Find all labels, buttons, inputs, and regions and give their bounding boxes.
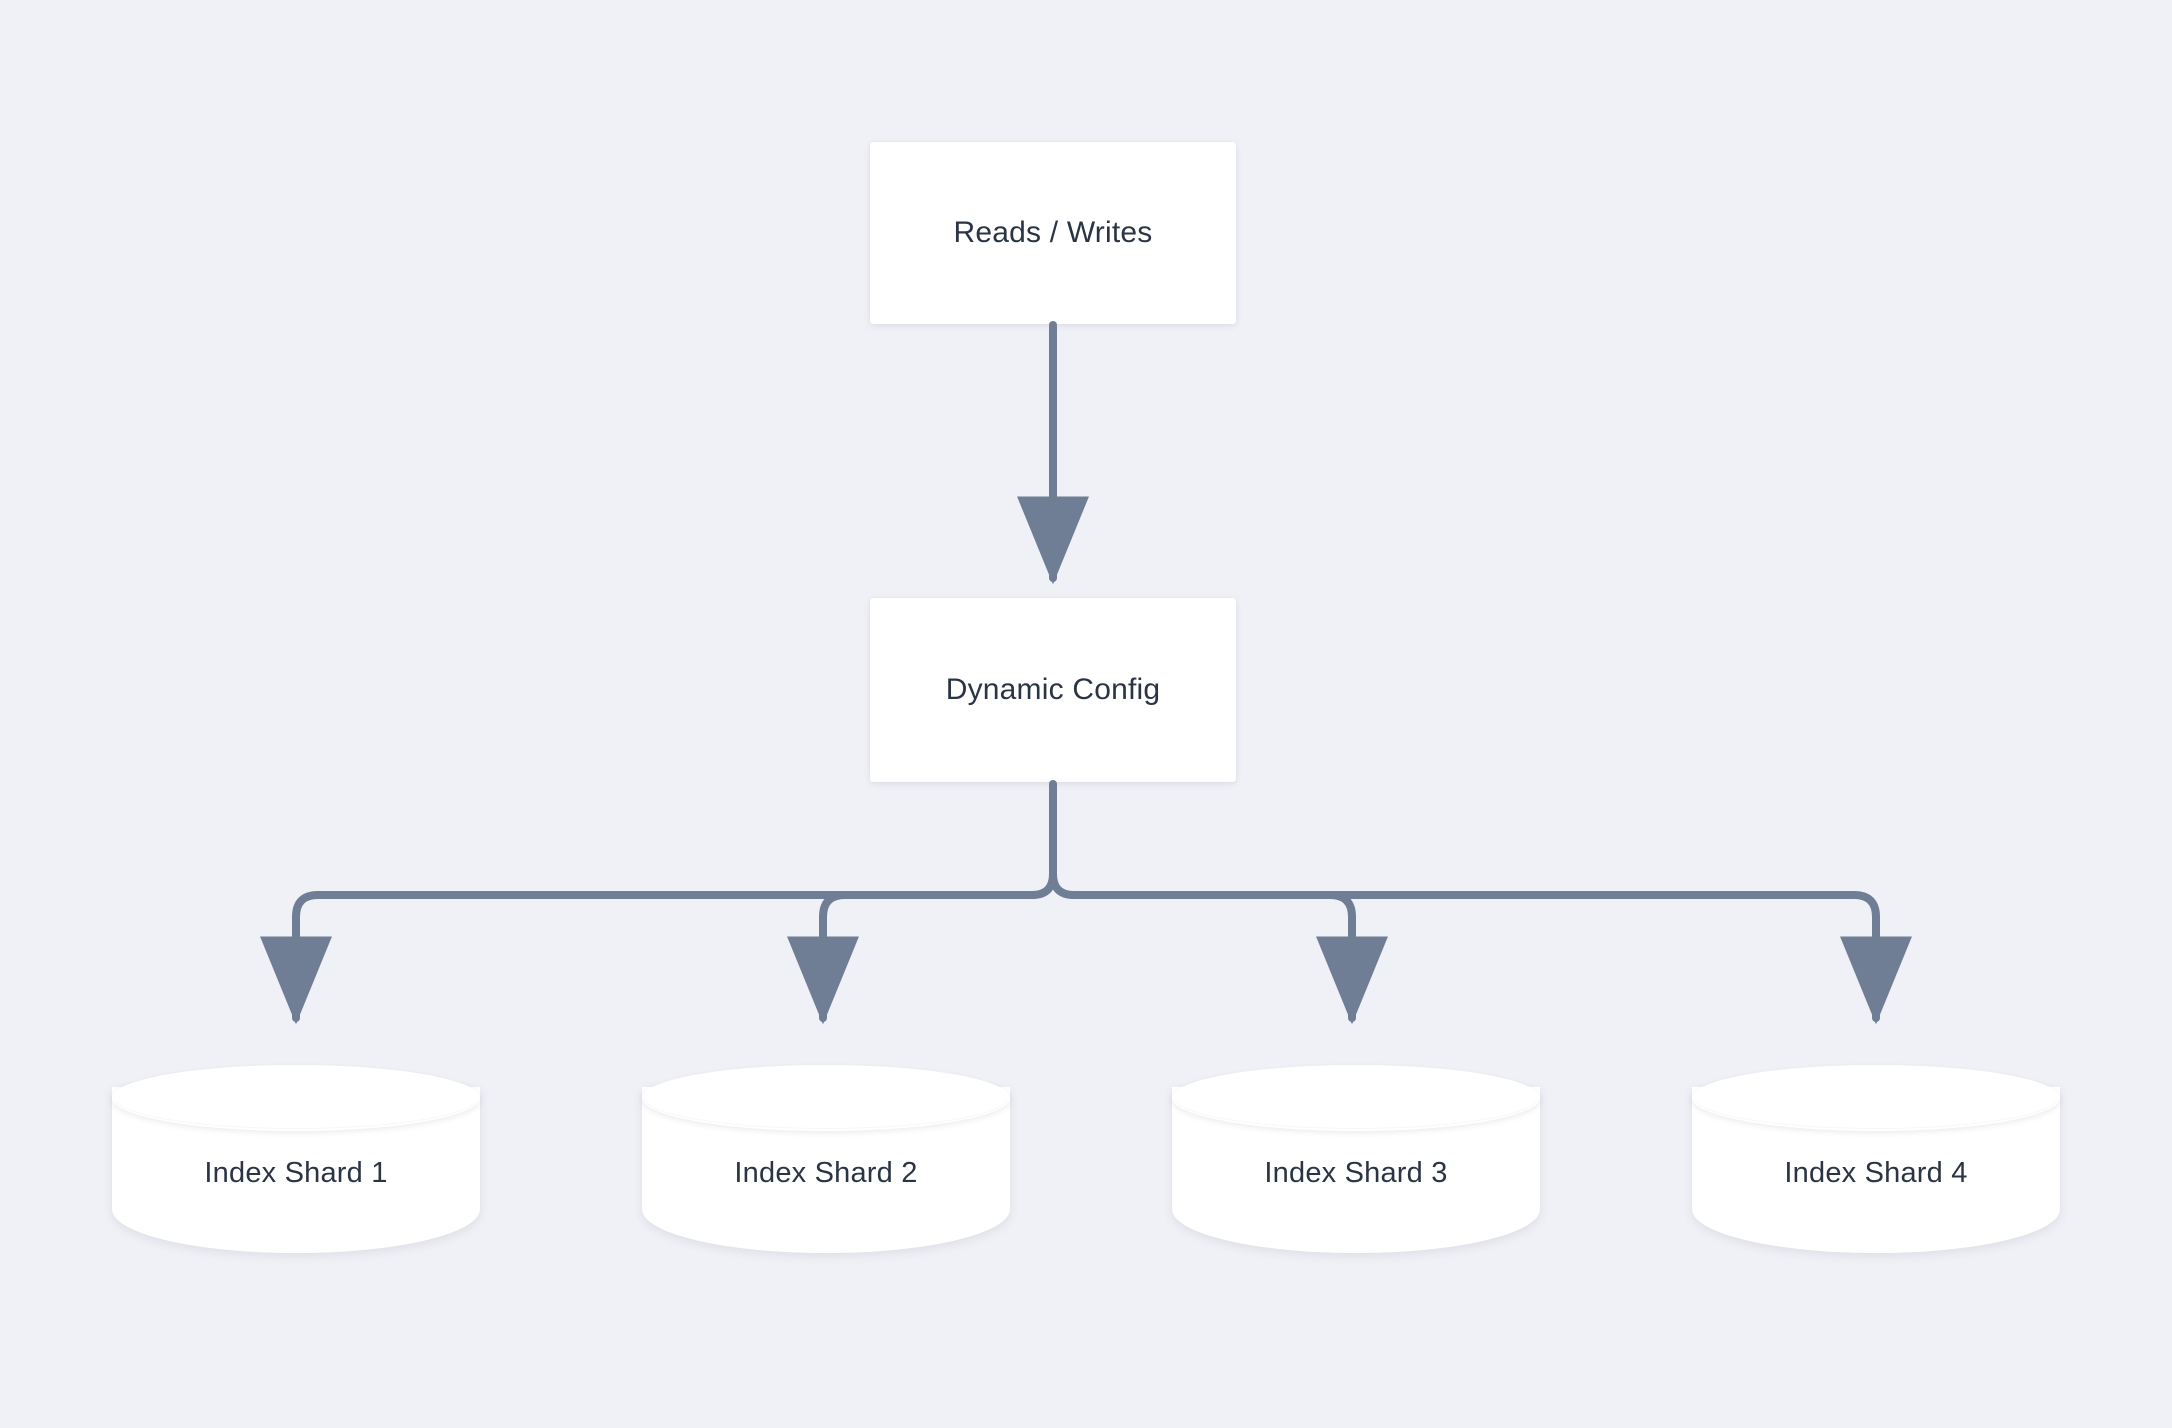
node-index-shard-2-label: Index Shard 2 xyxy=(734,1157,918,1189)
edge-to-index-shard-2 xyxy=(787,891,859,1025)
node-index-shard-2[interactable]: Index Shard 2 xyxy=(642,1065,1010,1275)
cylinder-top-icon xyxy=(1172,1065,1540,1131)
edge-bus-right xyxy=(1049,870,1912,1025)
node-reads-writes-label: Reads / Writes xyxy=(953,216,1153,249)
edge-bus-left xyxy=(260,870,1057,1025)
cylinder-top-icon xyxy=(1692,1065,2060,1131)
edge-to-index-shard-3 xyxy=(1316,891,1388,1025)
cylinder-top-icon xyxy=(112,1065,480,1131)
node-index-shard-3-label: Index Shard 3 xyxy=(1264,1157,1448,1189)
node-index-shard-3[interactable]: Index Shard 3 xyxy=(1172,1065,1540,1275)
cylinder-top-icon xyxy=(642,1065,1010,1131)
node-index-shard-1[interactable]: Index Shard 1 xyxy=(112,1065,480,1275)
node-index-shard-1-label: Index Shard 1 xyxy=(204,1157,388,1189)
node-dynamic-config[interactable]: Dynamic Config xyxy=(870,598,1236,782)
node-index-shard-4[interactable]: Index Shard 4 xyxy=(1692,1065,2060,1275)
node-reads-writes[interactable]: Reads / Writes xyxy=(870,142,1236,324)
node-index-shard-4-label: Index Shard 4 xyxy=(1784,1157,1968,1189)
node-dynamic-config-label: Dynamic Config xyxy=(945,673,1161,706)
